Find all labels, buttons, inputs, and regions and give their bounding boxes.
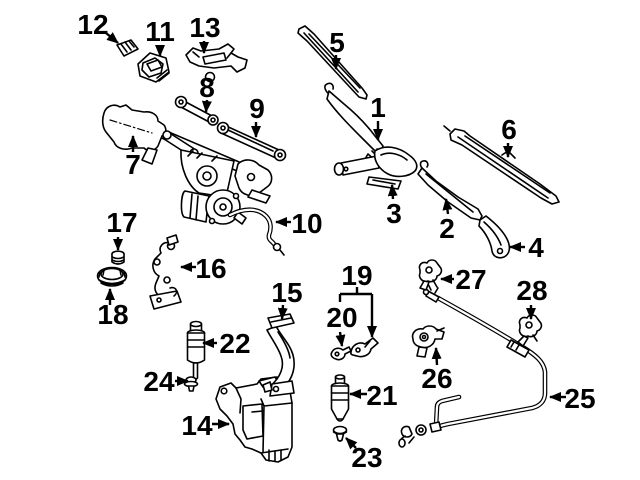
callout-label-15: 15 [271, 277, 302, 308]
part-25-washer-hose [398, 283, 548, 448]
part-23-grommet [332, 425, 348, 442]
callout-label-2: 2 [439, 213, 455, 244]
callout-label-25: 25 [564, 383, 595, 414]
callout-label-28: 28 [516, 275, 547, 306]
callout-arrow-12 [105, 32, 119, 44]
callout-arrow-23 [345, 437, 358, 450]
callout-label-8: 8 [199, 72, 215, 103]
callout-label-18: 18 [97, 299, 128, 330]
callout-arrow-26 [431, 347, 442, 366]
callout-label-24: 24 [143, 366, 175, 397]
part-16-bracket [149, 234, 182, 310]
callout-label-27: 27 [455, 264, 486, 295]
part-22-washer-pump [186, 320, 206, 380]
callout-arrow-3 [387, 184, 398, 200]
callout-arrow-15 [277, 304, 288, 320]
part-20-nozzle [330, 346, 352, 361]
part-28-clip [517, 314, 543, 347]
part-18-cap [96, 266, 128, 287]
callout-label-16: 16 [195, 253, 226, 284]
part-11-sensor [137, 52, 170, 83]
callout-arrow-20 [335, 331, 346, 347]
callout-label-22: 22 [219, 328, 250, 359]
callout-label-3: 3 [386, 198, 402, 229]
part-27-clip [418, 259, 443, 291]
callout-label-9: 9 [249, 93, 265, 124]
callout-label-5: 5 [329, 27, 345, 58]
callout-label-4: 4 [528, 232, 544, 263]
callout-label-1: 1 [370, 92, 386, 123]
callout-label-20: 20 [326, 302, 357, 333]
callout-label-14: 14 [181, 410, 213, 441]
callout-label-26: 26 [421, 363, 452, 394]
part-12-clip [116, 39, 139, 57]
part-15-filler-neck [262, 313, 295, 397]
callout-label-12: 12 [77, 9, 108, 40]
callout-arrow-8 [201, 99, 212, 113]
part-26-nozzle [411, 325, 445, 358]
part-6-wiper-blade [443, 125, 560, 205]
callout-label-10: 10 [291, 208, 322, 239]
part-24-valve [183, 376, 199, 392]
part-21-washer-pump [330, 374, 350, 422]
part-3-pivot-cover [333, 146, 418, 190]
callout-label-11: 11 [145, 16, 175, 47]
part-4-wiper-arm-end [478, 215, 511, 259]
callout-label-21: 21 [366, 380, 397, 411]
callout-label-13: 13 [189, 12, 220, 43]
part-2-wiper-arm [417, 160, 483, 221]
part-13-bracket [185, 43, 248, 83]
part-19-nozzle [350, 337, 379, 358]
part-10-hose [227, 207, 285, 256]
callout-label-17: 17 [106, 207, 137, 238]
callout-arrow-2 [442, 198, 453, 215]
part-17-valve [111, 250, 125, 265]
callout-label-23: 23 [351, 442, 382, 473]
callout-label-6: 6 [501, 114, 517, 145]
part-9-link-rod [216, 121, 287, 162]
callout-label-19: 19 [341, 260, 372, 291]
callout-label-7: 7 [125, 149, 141, 180]
